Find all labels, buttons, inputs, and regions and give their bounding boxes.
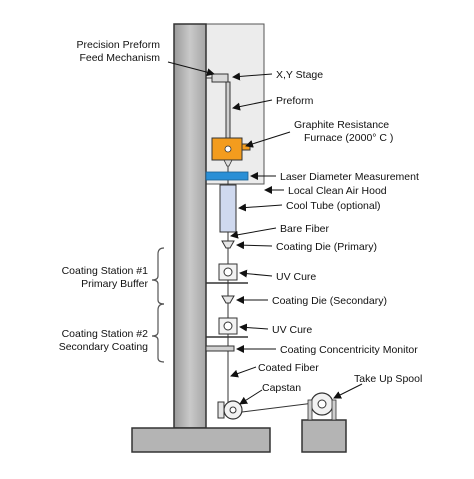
- furnace-label-line1: Graphite Resistance: [294, 119, 389, 131]
- bare-fiber-label: Bare Fiber: [280, 223, 330, 235]
- station-1-label-line2: Primary Buffer: [81, 278, 148, 290]
- spool-stand-left: [307, 399, 313, 421]
- capstan-arrow: [239, 389, 263, 405]
- xy-stage-block: [211, 73, 229, 83]
- capstan-label: Capstan: [262, 382, 301, 394]
- coating-die-secondary-icon: [221, 295, 235, 304]
- cool-tube-label: Cool Tube (optional): [286, 200, 381, 212]
- uv-cure-2-arrow: [239, 323, 269, 332]
- capstan-hub-icon: [229, 406, 237, 414]
- station-1-label-line1: Coating Station #1: [62, 265, 149, 277]
- furnace-center-icon: [224, 145, 232, 153]
- air-hood-label: Local Clean Air Hood: [288, 185, 387, 197]
- laser-label: Laser Diameter Measurement: [280, 171, 419, 183]
- coated-fiber-label: Coated Fiber: [258, 362, 319, 374]
- concentricity-monitor-bar: [205, 345, 235, 352]
- uv-cure-1-label: UV Cure: [276, 271, 316, 283]
- preform-rod: [225, 81, 231, 139]
- uv-cure-1-arrow: [239, 269, 273, 278]
- uv-cure-1-lamp-icon: [223, 267, 233, 277]
- take-up-spool-base: [301, 419, 347, 453]
- cool-tube: [219, 184, 237, 233]
- feed-arrow: [167, 61, 215, 77]
- capstan-roller: [217, 401, 225, 419]
- preform-arrow: [232, 99, 273, 111]
- station-2-label-line1: Coating Station #2: [62, 328, 149, 340]
- coated-fiber-arrow: [230, 366, 257, 378]
- furnace-label-line2: Furnace (2000° C ): [304, 132, 393, 144]
- coating-die-primary-label: Coating Die (Primary): [276, 241, 377, 253]
- tower-column: [173, 23, 207, 429]
- preform-label: Preform: [276, 95, 314, 107]
- take-up-spool-hub-icon: [317, 399, 327, 409]
- station-1-brace: [151, 247, 165, 305]
- concentricity-label: Coating Concentricity Monitor: [280, 344, 418, 356]
- xy-stage-arrow: [232, 72, 273, 81]
- tower-base: [131, 427, 271, 453]
- cool-tube-arrow: [238, 203, 283, 212]
- uv-cure-2-lamp-icon: [223, 321, 233, 331]
- coating-die-primary-arrow: [236, 241, 273, 250]
- spool-stand-right: [331, 399, 337, 421]
- station-2-label-line2: Secondary Coating: [59, 341, 148, 353]
- xy-stage-label: X,Y Stage: [276, 69, 323, 81]
- laser-diameter-bar: [205, 171, 249, 181]
- feed-mechanism-label-line1: Precision Preform: [77, 39, 161, 51]
- feed-mechanism-label-line2: Feed Mechanism: [79, 52, 160, 64]
- take-up-spool-label: Take Up Spool: [354, 373, 422, 385]
- uv-cure-2-label: UV Cure: [272, 324, 312, 336]
- station-2-brace: [151, 303, 165, 363]
- coating-die-secondary-label: Coating Die (Secondary): [272, 295, 387, 307]
- coating-die-primary-icon: [221, 240, 235, 249]
- furnace-arrow: [245, 131, 291, 148]
- neck-down-cone: [223, 159, 233, 167]
- take-up-spool-arrow: [333, 383, 363, 399]
- bare-fiber-arrow: [230, 227, 277, 239]
